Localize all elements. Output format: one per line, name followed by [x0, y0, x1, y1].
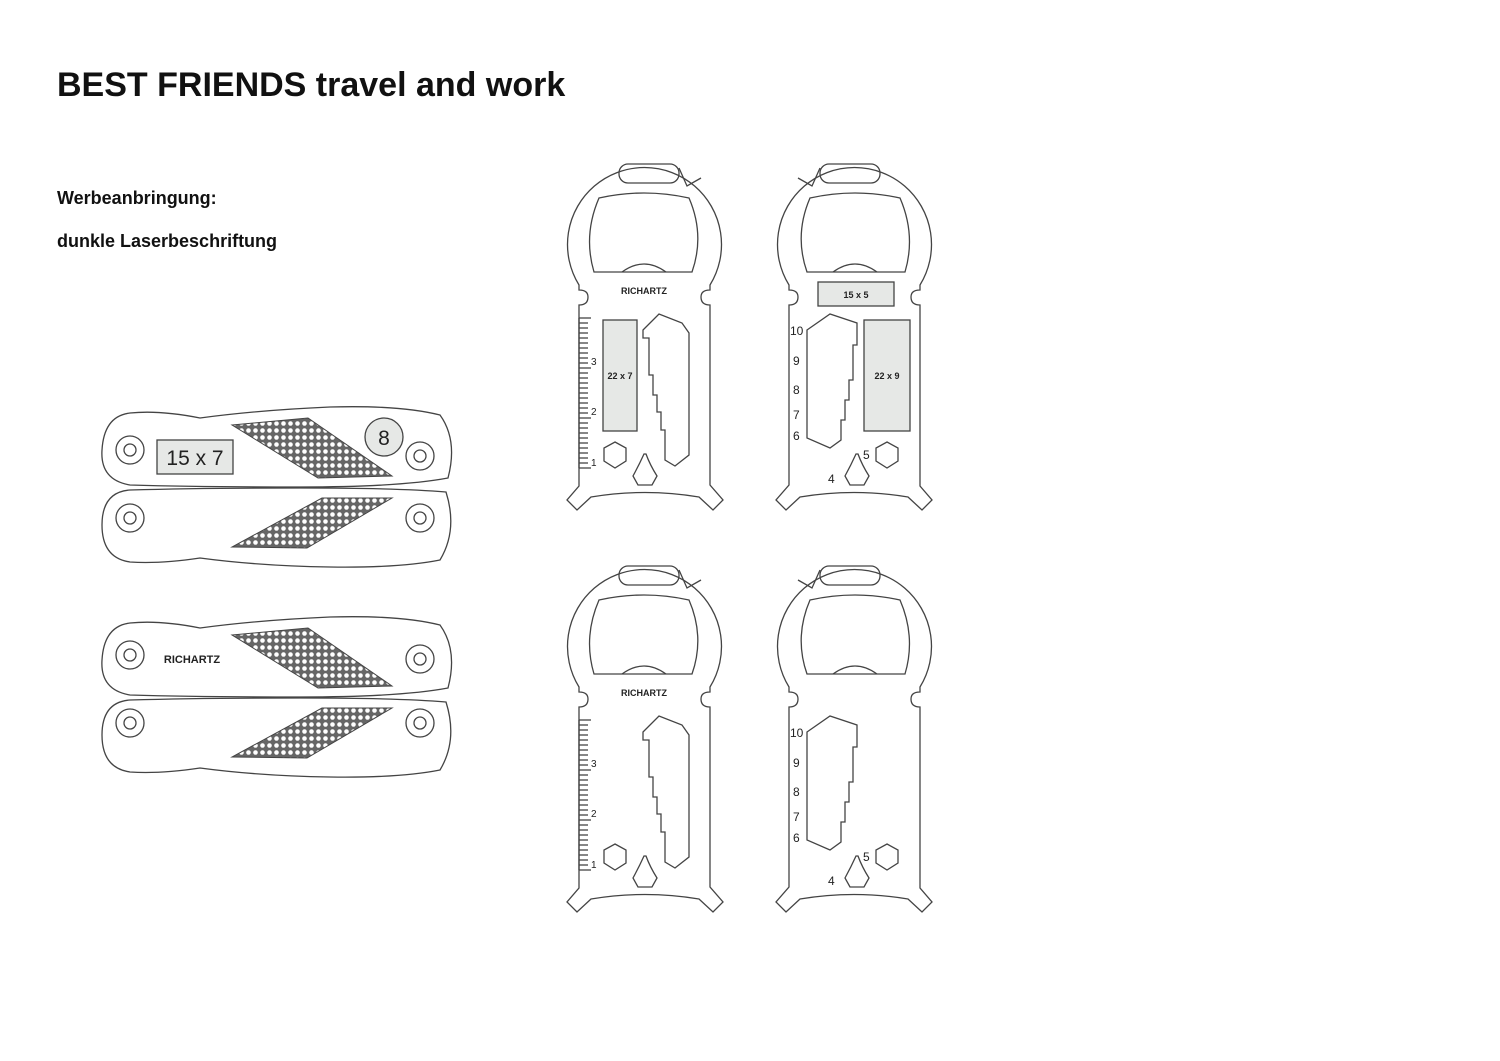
size-label: 9 [793, 354, 800, 368]
ruler-label: 3 [591, 759, 597, 770]
size-label: 5 [863, 850, 870, 864]
print-area-label: 15 x 5 [843, 290, 868, 300]
print-area-label: 22 x 7 [607, 371, 632, 381]
brand-engraving: RICHARTZ [164, 654, 220, 666]
engraving-method: dunkle Laserbeschriftung [57, 231, 278, 251]
ruler [578, 317, 591, 469]
print-area-box [817, 281, 895, 307]
grip-pattern [230, 497, 394, 549]
page-title: BEST FRIENDS travel and work [57, 66, 566, 104]
size-label: 6 [793, 831, 800, 845]
multitool-pliers-branded: RICHARTZ [101, 616, 453, 778]
section-label: Werbeanbringung: [57, 188, 217, 208]
size-label: 10 [790, 324, 804, 338]
print-area-box [602, 319, 638, 432]
ruler-label: 1 [591, 860, 597, 871]
print-area-circle-label: 8 [378, 427, 390, 450]
print-area-label: 22 x 9 [874, 371, 899, 381]
card-front-print-areas: RICHARTZ 22 x 7 3 2 1 [566, 163, 724, 511]
multitool-pliers-front: 15 x 7 8 [101, 406, 453, 568]
ruler-label: 2 [591, 809, 597, 820]
brand-engraving: RICHARTZ [621, 688, 667, 698]
ruler-label: 1 [591, 458, 597, 469]
size-label: 7 [793, 408, 800, 422]
print-area-box [156, 439, 234, 475]
ruler-label: 3 [591, 357, 597, 368]
print-area-circle [364, 417, 404, 457]
size-label: 8 [793, 383, 800, 397]
size-label: 7 [793, 810, 800, 824]
brand-engraving: RICHARTZ [621, 286, 667, 296]
size-label: 4 [828, 472, 835, 486]
size-label: 5 [863, 448, 870, 462]
size-label: 8 [793, 785, 800, 799]
size-label: 10 [790, 726, 804, 740]
card-back-plain: 10 9 8 7 6 5 4 [775, 565, 933, 913]
card-front-branded: RICHARTZ 3 2 1 [566, 565, 724, 913]
size-label: 9 [793, 756, 800, 770]
size-label: 4 [828, 874, 835, 888]
grip-pattern [230, 417, 394, 479]
print-area-box [863, 319, 911, 432]
print-area-label: 15 x 7 [166, 447, 223, 470]
card-back-print-areas: 15 x 5 22 x 9 10 9 8 7 6 5 4 [775, 163, 933, 511]
size-label: 6 [793, 429, 800, 443]
ruler-label: 2 [591, 407, 597, 418]
